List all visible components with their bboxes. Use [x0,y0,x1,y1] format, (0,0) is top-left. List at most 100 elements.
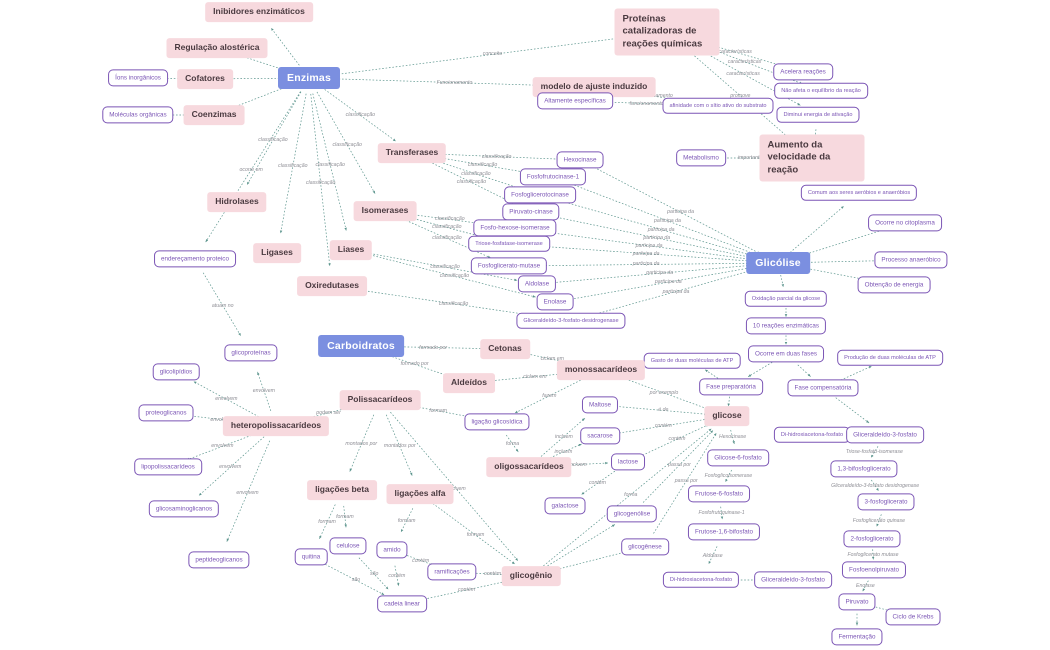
node-heteropolis[interactable]: heteropolissacarídeos [222,416,330,436]
node-gasto[interactable]: Gasto de duas moléculas de ATP [643,352,741,370]
edge-trifosfoglicerato-to-doisfosfoglicerato [876,514,882,527]
node-fasepreparatoria[interactable]: Fase preparatória [699,378,763,396]
node-glicosaminoglicanos[interactable]: glicosaminoglicanos [148,500,220,518]
node-sacarose[interactable]: sacarose [580,427,620,445]
node-glicose[interactable]: glicose [704,406,750,426]
node-afinidade[interactable]: afinidade com o sítio ativo do substrato [662,97,774,115]
node-glicogenese[interactable]: glicogênese [621,538,669,556]
node-peptideoglicanos[interactable]: peptideoglicanos [188,551,250,569]
node-obtencao[interactable]: Obtenção de energia [857,276,931,294]
node-processo[interactable]: Processo anaeróbico [874,251,948,269]
node-glicoproteinas2[interactable]: glicoproteínas [224,344,278,362]
node-glicolise[interactable]: Glicólise [746,251,810,275]
node-carboidratos[interactable]: Carboidratos [318,334,404,358]
node-gliceraldeido1[interactable]: Gliceraldeído-3-fosfato [846,426,924,444]
node-triosefosfato[interactable]: Triose-fosfatase-isomerase [468,235,550,253]
node-polissacarideos[interactable]: Polissacarídeos [339,390,421,410]
node-quitina[interactable]: quitina [294,548,328,566]
node-oligossacarideos[interactable]: oligossacarídeos [486,457,572,477]
node-piruvato[interactable]: Piruvato [838,593,876,611]
node-cadeialinear[interactable]: cadeia linear [377,595,427,613]
node-gliceraldeidodes[interactable]: Gliceraldeído-3-fosfato-desidrogenase [516,312,626,330]
node-fasecompensatoria[interactable]: Fase compensatória [787,379,859,397]
node-glicose6[interactable]: Glicose-6-fosfato [707,449,769,467]
node-monossacarideos[interactable]: monossacarídeos [556,360,646,380]
node-inibidores[interactable]: Inibidores enzimáticos [205,2,313,22]
node-glicogenio[interactable]: glicogênio [501,566,561,586]
node-galactose[interactable]: galactose [544,497,586,515]
node-fosfohexose[interactable]: Fosfo-hexose-isomerase [473,219,557,237]
node-frutose16[interactable]: Frutose-1,6-bifosfato [687,523,761,541]
node-cofatores[interactable]: Cofatores [177,69,233,89]
node-ions[interactable]: Íons inorgânicos [108,69,168,87]
edge-heteropolis-to-proteoglicanos [185,414,261,425]
node-fosfofruto[interactable]: Fosfofrutocinase-1 [519,168,587,186]
node-comum[interactable]: Comum aos seres aeróbios e anaeróbios [800,184,918,202]
node-glicogenolise[interactable]: glicogenólise [606,505,658,523]
node-ocorrecito[interactable]: Ocorre no citoplasma [868,214,942,232]
node-ciclokrebs[interactable]: Ciclo de Krebs [885,608,941,626]
node-gliceraldeido2[interactable]: Gliceraldeído-3-fosfato [754,571,832,589]
edge-monossacarideos-to-ligacaoglico [514,376,587,414]
node-enzimas[interactable]: Enzimas [278,66,340,90]
node-dihidroxi1[interactable]: Di-hidroxiacetona-fosfato [773,426,851,444]
node-amido[interactable]: amido [376,541,408,559]
edge-frutose16-to-dihidroxi2 [708,546,718,565]
edge-oligossacarideos-to-maltose [540,417,586,457]
node-isomerases[interactable]: Isomerases [353,201,417,221]
node-aldolase[interactable]: Aldolase [517,275,557,293]
node-lipopolissacarideos[interactable]: lipopolissacarídeos [134,458,202,476]
node-moleculas[interactable]: Moléculas orgânicas [102,106,174,124]
edge-fosfohexose-to-glicolise [530,229,759,262]
node-doisfosfoglicerato[interactable]: 2-fosfoglicerato [843,530,901,548]
node-altamente[interactable]: Altamente específicas [537,92,613,110]
node-ligacoesalfa[interactable]: ligações alfa [386,484,454,504]
node-bifosfoglicerato[interactable]: 1,3-bifosfoglicerato [830,460,898,478]
node-liases[interactable]: Liases [329,240,373,260]
node-producao[interactable]: Produção de duas moléculas de ATP [837,349,943,367]
node-dihidroxi2[interactable]: Di-hidroxiacetona-fosfato [662,571,740,589]
node-diminui[interactable]: Diminui energia de ativação [776,106,860,124]
edge-bifosfoglicerato-to-trifosfoglicerato [871,479,879,492]
node-modelo[interactable]: modelo de ajuste induzido [532,77,656,97]
node-piruvatocinase[interactable]: Piruvato-cinase [502,203,560,221]
node-hexocinase[interactable]: Hexocinase [556,151,604,169]
node-celulose[interactable]: celulose [329,537,367,555]
node-proteinas[interactable]: Proteínas catalizadoras de reações quími… [614,8,720,56]
node-oxidacao[interactable]: Oxidação parcial da glicose [744,290,828,308]
node-regulacao[interactable]: Regulação alostérica [166,38,268,58]
node-frutose6[interactable]: Frutose-6-fosfato [688,485,750,503]
node-enolase[interactable]: Enolase [536,293,574,311]
node-proteoglicanos[interactable]: proteoglicanos [138,404,194,422]
node-lactose[interactable]: lactose [611,453,645,471]
node-oxiredutases[interactable]: Oxiredutases [297,276,367,296]
node-duasfases[interactable]: Ocorre em duas fases [748,345,824,363]
node-enderecamento[interactable]: endereçamento proteico [154,250,236,268]
node-acelera[interactable]: Acelera reações [773,63,833,81]
node-glicolipidios[interactable]: glicolipídios [152,363,200,381]
node-naoafeta[interactable]: Não afeta o equilíbrio da reação [774,82,868,100]
node-transferases[interactable]: Transferases [377,143,447,163]
node-maltose[interactable]: Maltose [581,396,619,414]
node-aumento[interactable]: Aumento da velocidade da reação [759,134,865,182]
node-coenzimas[interactable]: Coenzimas [183,105,245,125]
node-ligacoesbeta[interactable]: ligações beta [307,480,377,500]
node-fosfoglicmutase[interactable]: Fosfoglicerato-mutase [470,257,548,275]
node-fermentacao[interactable]: Fermentação [831,628,883,646]
edge-ligacoesbeta-to-quitina [319,504,336,539]
node-cetonas[interactable]: Cetonas [480,339,530,359]
node-fosfoenolpiruvato[interactable]: Fosfoenolpiruvato [841,561,907,579]
node-aldeidos[interactable]: Aldeídos [443,373,495,393]
node-fosfoglicerato1[interactable]: Fosfoglicerotocinase [504,186,576,204]
node-hidrolases[interactable]: Hidrolases [207,192,267,212]
node-dezreacoes[interactable]: 10 reações enzimáticas [745,317,827,335]
edge-lactose-to-glicose [642,424,710,456]
node-ligases[interactable]: Ligases [253,243,301,263]
edge-polissacarideos-to-glicogenio [390,411,519,562]
node-trifosfoglicerato[interactable]: 3-fosfoglicerato [857,493,915,511]
edge-enderecamento-to-glicoproteinas2 [202,272,242,336]
node-metabolismo[interactable]: Metabolismo [676,149,726,167]
node-ramificacoes[interactable]: ramificações [427,563,477,581]
node-ligacaoglico[interactable]: ligação glicosídica [464,413,530,431]
